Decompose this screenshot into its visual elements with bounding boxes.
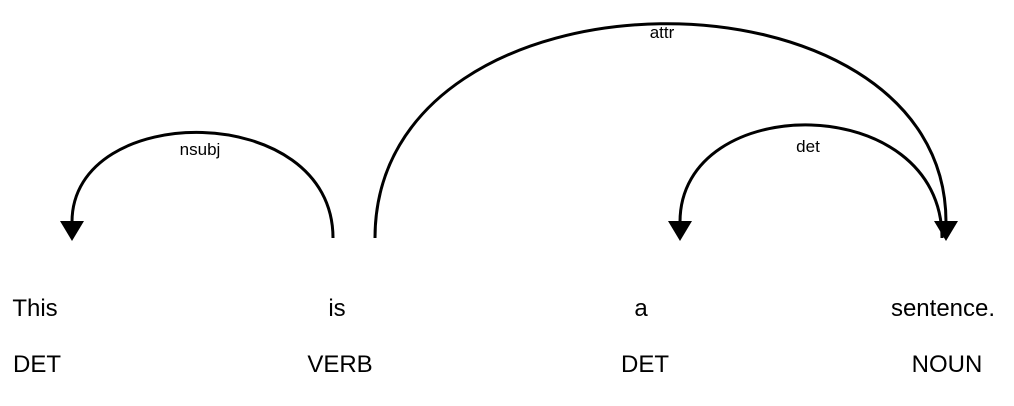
token-tag: VERB xyxy=(307,351,372,378)
arc-det-label: det xyxy=(796,137,820,156)
token-tag: NOUN xyxy=(912,351,983,378)
token-word: a xyxy=(634,295,648,322)
token-word: sentence. xyxy=(891,295,995,322)
arc-det-path xyxy=(678,123,944,239)
arc-nsubj-arrowhead xyxy=(60,221,84,241)
arc-attr-path xyxy=(373,22,948,239)
arc-attr: attr xyxy=(373,22,958,241)
arc-attr-arrowhead xyxy=(934,221,958,241)
arc-det-arrowhead xyxy=(668,221,692,241)
token-a: a DET xyxy=(621,295,669,378)
token-sentence: sentence. NOUN xyxy=(891,295,995,378)
arc-nsubj-path xyxy=(70,130,335,239)
token-tag: DET xyxy=(621,351,669,378)
token-word: is xyxy=(328,295,345,322)
arc-nsubj: nsubj xyxy=(60,130,335,241)
arc-attr-label: attr xyxy=(650,23,675,42)
arc-nsubj-label: nsubj xyxy=(180,140,221,159)
token-this: This DET xyxy=(12,295,61,378)
arc-det: det xyxy=(668,123,944,241)
token-is: is VERB xyxy=(307,295,372,378)
token-word: This xyxy=(12,295,57,322)
token-tag: DET xyxy=(13,351,61,378)
